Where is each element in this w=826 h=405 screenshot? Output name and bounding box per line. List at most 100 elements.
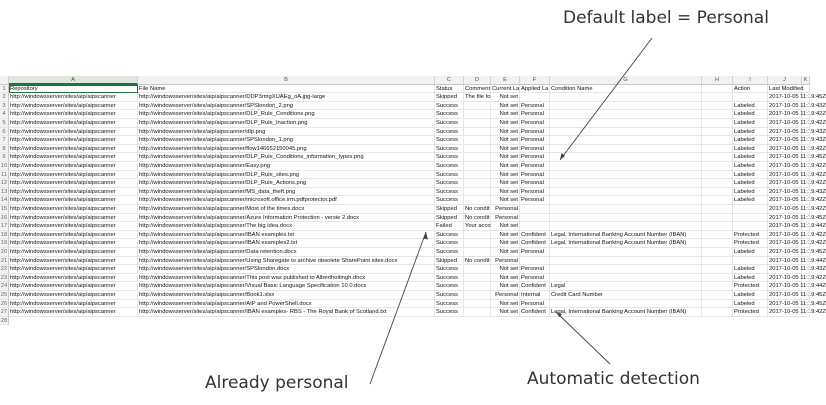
repository-cell[interactable]: http://windowsserver/sites/aip/aipscanne… [9,93,138,102]
current-label-cell[interactable]: Not set [491,239,520,248]
status-cell[interactable]: Success [435,239,464,248]
comment-cell[interactable] [464,299,491,309]
last-modified-cell[interactable]: 2017-10-05 11:19:43Z [768,265,826,274]
empty-cell[interactable] [702,265,733,274]
last-modified-cell[interactable]: 2017-10-05 11:19:43Z [768,127,826,137]
file-name-cell[interactable]: http://windowsserver/sites/aip/aipscanne… [138,205,435,214]
current-label-cell[interactable]: Not set [491,119,520,128]
applied-label-cell[interactable]: Personal [520,110,550,119]
condition-name-cell[interactable] [550,93,702,102]
comment-cell[interactable] [464,282,491,291]
comment-cell[interactable]: No condit [464,256,491,266]
status-cell[interactable]: Success [435,162,464,171]
empty-cell[interactable] [802,265,810,274]
column-header-k[interactable]: K [802,76,810,85]
comment-cell[interactable] [464,187,491,197]
last-modified-cell[interactable]: 2017-10-05 11:19:42Z [768,230,826,240]
applied-label-cell[interactable]: Personal [520,196,550,205]
repository-cell[interactable]: http://windowsserver/sites/aip/aipscanne… [9,179,138,188]
file-name-cell[interactable]: http://windowsserver/sites/aip/aipscanne… [138,291,435,300]
action-cell[interactable]: Labeled [733,101,768,111]
current-label-cell[interactable]: Not set [491,299,520,309]
file-name-cell[interactable]: http://windowsserver/sites/aip/aipscanne… [138,119,435,128]
condition-name-cell[interactable] [550,213,702,223]
action-cell[interactable]: Labeled [733,170,768,180]
condition-name-cell[interactable] [550,162,702,171]
empty-cell[interactable] [702,248,733,257]
condition-name-cell[interactable] [550,248,702,257]
empty-cell[interactable] [702,222,733,231]
applied-label-cell[interactable] [520,222,550,231]
condition-name-cell[interactable]: Legal, International Banking Account Num… [550,230,702,240]
condition-name-cell[interactable] [550,153,702,162]
column-header-g[interactable]: G [550,76,702,85]
empty-cell[interactable] [802,239,810,248]
file-name-cell[interactable]: http://windowsserver/sites/aip/aipscanne… [138,101,435,111]
action-cell[interactable]: Labeled [733,291,768,300]
applied-label-cell[interactable]: Internal [520,291,550,300]
comment-cell[interactable] [464,127,491,137]
last-modified-cell[interactable]: 2017-10-05 11:19:42Z [768,119,826,128]
status-cell[interactable]: Success [435,170,464,180]
file-name-cell[interactable]: http://windowsserver/sites/aip/aipscanne… [138,239,435,248]
column-header-j[interactable]: J [768,76,802,85]
current-label-cell[interactable]: Not set [491,282,520,291]
action-cell[interactable]: Protected [733,230,768,240]
empty-cell[interactable] [802,282,810,291]
file-name-cell[interactable]: http://windowsserver/sites/aip/aipscanne… [138,170,435,180]
last-modified-cell[interactable]: 2017-10-05 11:19:45Z [768,291,826,300]
last-modified-cell[interactable]: 2017-10-05 11:19:42Z [768,196,826,205]
empty-cell[interactable] [802,179,810,188]
file-name-cell[interactable]: http://windowsserver/sites/aip/aipscanne… [138,265,435,274]
current-label-cell[interactable]: Personal [491,256,520,266]
repository-cell[interactable]: http://windowsserver/sites/aip/aipscanne… [9,239,138,248]
repository-cell[interactable]: http://windowsserver/sites/aip/aipscanne… [9,265,138,274]
file-name-cell[interactable]: http://windowsserver/sites/aip/aipscanne… [138,144,435,154]
last-modified-cell[interactable]: 2017-10-05 11:19:42Z [768,239,826,248]
repository-cell[interactable]: http://windowsserver/sites/aip/aipscanne… [9,256,138,266]
empty-cell[interactable] [702,127,733,137]
file-name-cell[interactable]: http://windowsserver/sites/aip/aipscanne… [138,196,435,205]
action-cell[interactable]: Labeled [733,162,768,171]
column-header-i[interactable]: I [733,76,768,85]
file-name-cell[interactable]: http://windowsserver/sites/aip/aipscanne… [138,273,435,283]
action-cell[interactable] [733,222,768,231]
header-cell[interactable]: Applied La [520,84,550,94]
current-label-cell[interactable]: Not set [491,196,520,205]
header-cell[interactable]: Repository [9,84,138,94]
action-cell[interactable]: Labeled [733,179,768,188]
column-header-c[interactable]: C [435,76,464,85]
file-name-cell[interactable]: http://windowsserver/sites/aip/aipscanne… [138,93,435,102]
status-cell[interactable]: Success [435,144,464,154]
empty-cell[interactable] [702,282,733,291]
select-all-corner[interactable] [0,76,9,85]
condition-name-cell[interactable]: Legal, International Banking Account Num… [550,239,702,248]
repository-cell[interactable]: http://windowsserver/sites/aip/aipscanne… [9,101,138,111]
last-modified-cell[interactable]: 2017-10-05 11:19:45Z [768,248,826,257]
comment-cell[interactable] [464,101,491,111]
current-label-cell[interactable]: Personal [491,205,520,214]
header-cell[interactable]: Condition Name [550,84,702,94]
empty-cell[interactable] [702,170,733,180]
applied-label-cell[interactable]: Personal [520,248,550,257]
action-cell[interactable]: Labeled [733,196,768,205]
applied-label-cell[interactable]: Personal [520,127,550,137]
comment-cell[interactable] [464,291,491,300]
condition-name-cell[interactable] [550,136,702,145]
status-cell[interactable]: Success [435,153,464,162]
empty-cell[interactable] [702,187,733,197]
status-cell[interactable]: Success [435,196,464,205]
comment-cell[interactable]: No condit [464,213,491,223]
empty-cell[interactable] [702,196,733,205]
repository-cell[interactable]: http://windowsserver/sites/aip/aipscanne… [9,205,138,214]
empty-cell[interactable] [802,93,810,102]
file-name-cell[interactable]: http://windowsserver/sites/aip/aipscanne… [138,299,435,309]
last-modified-cell[interactable]: 2017-10-05 11:19:45Z [768,153,826,162]
action-cell[interactable]: Labeled [733,153,768,162]
applied-label-cell[interactable]: Personal [520,144,550,154]
current-label-cell[interactable]: Personal [491,291,520,300]
comment-cell[interactable] [464,110,491,119]
current-label-cell[interactable]: Not set [491,273,520,283]
comment-cell[interactable] [464,162,491,171]
applied-label-cell[interactable]: Personal [520,179,550,188]
